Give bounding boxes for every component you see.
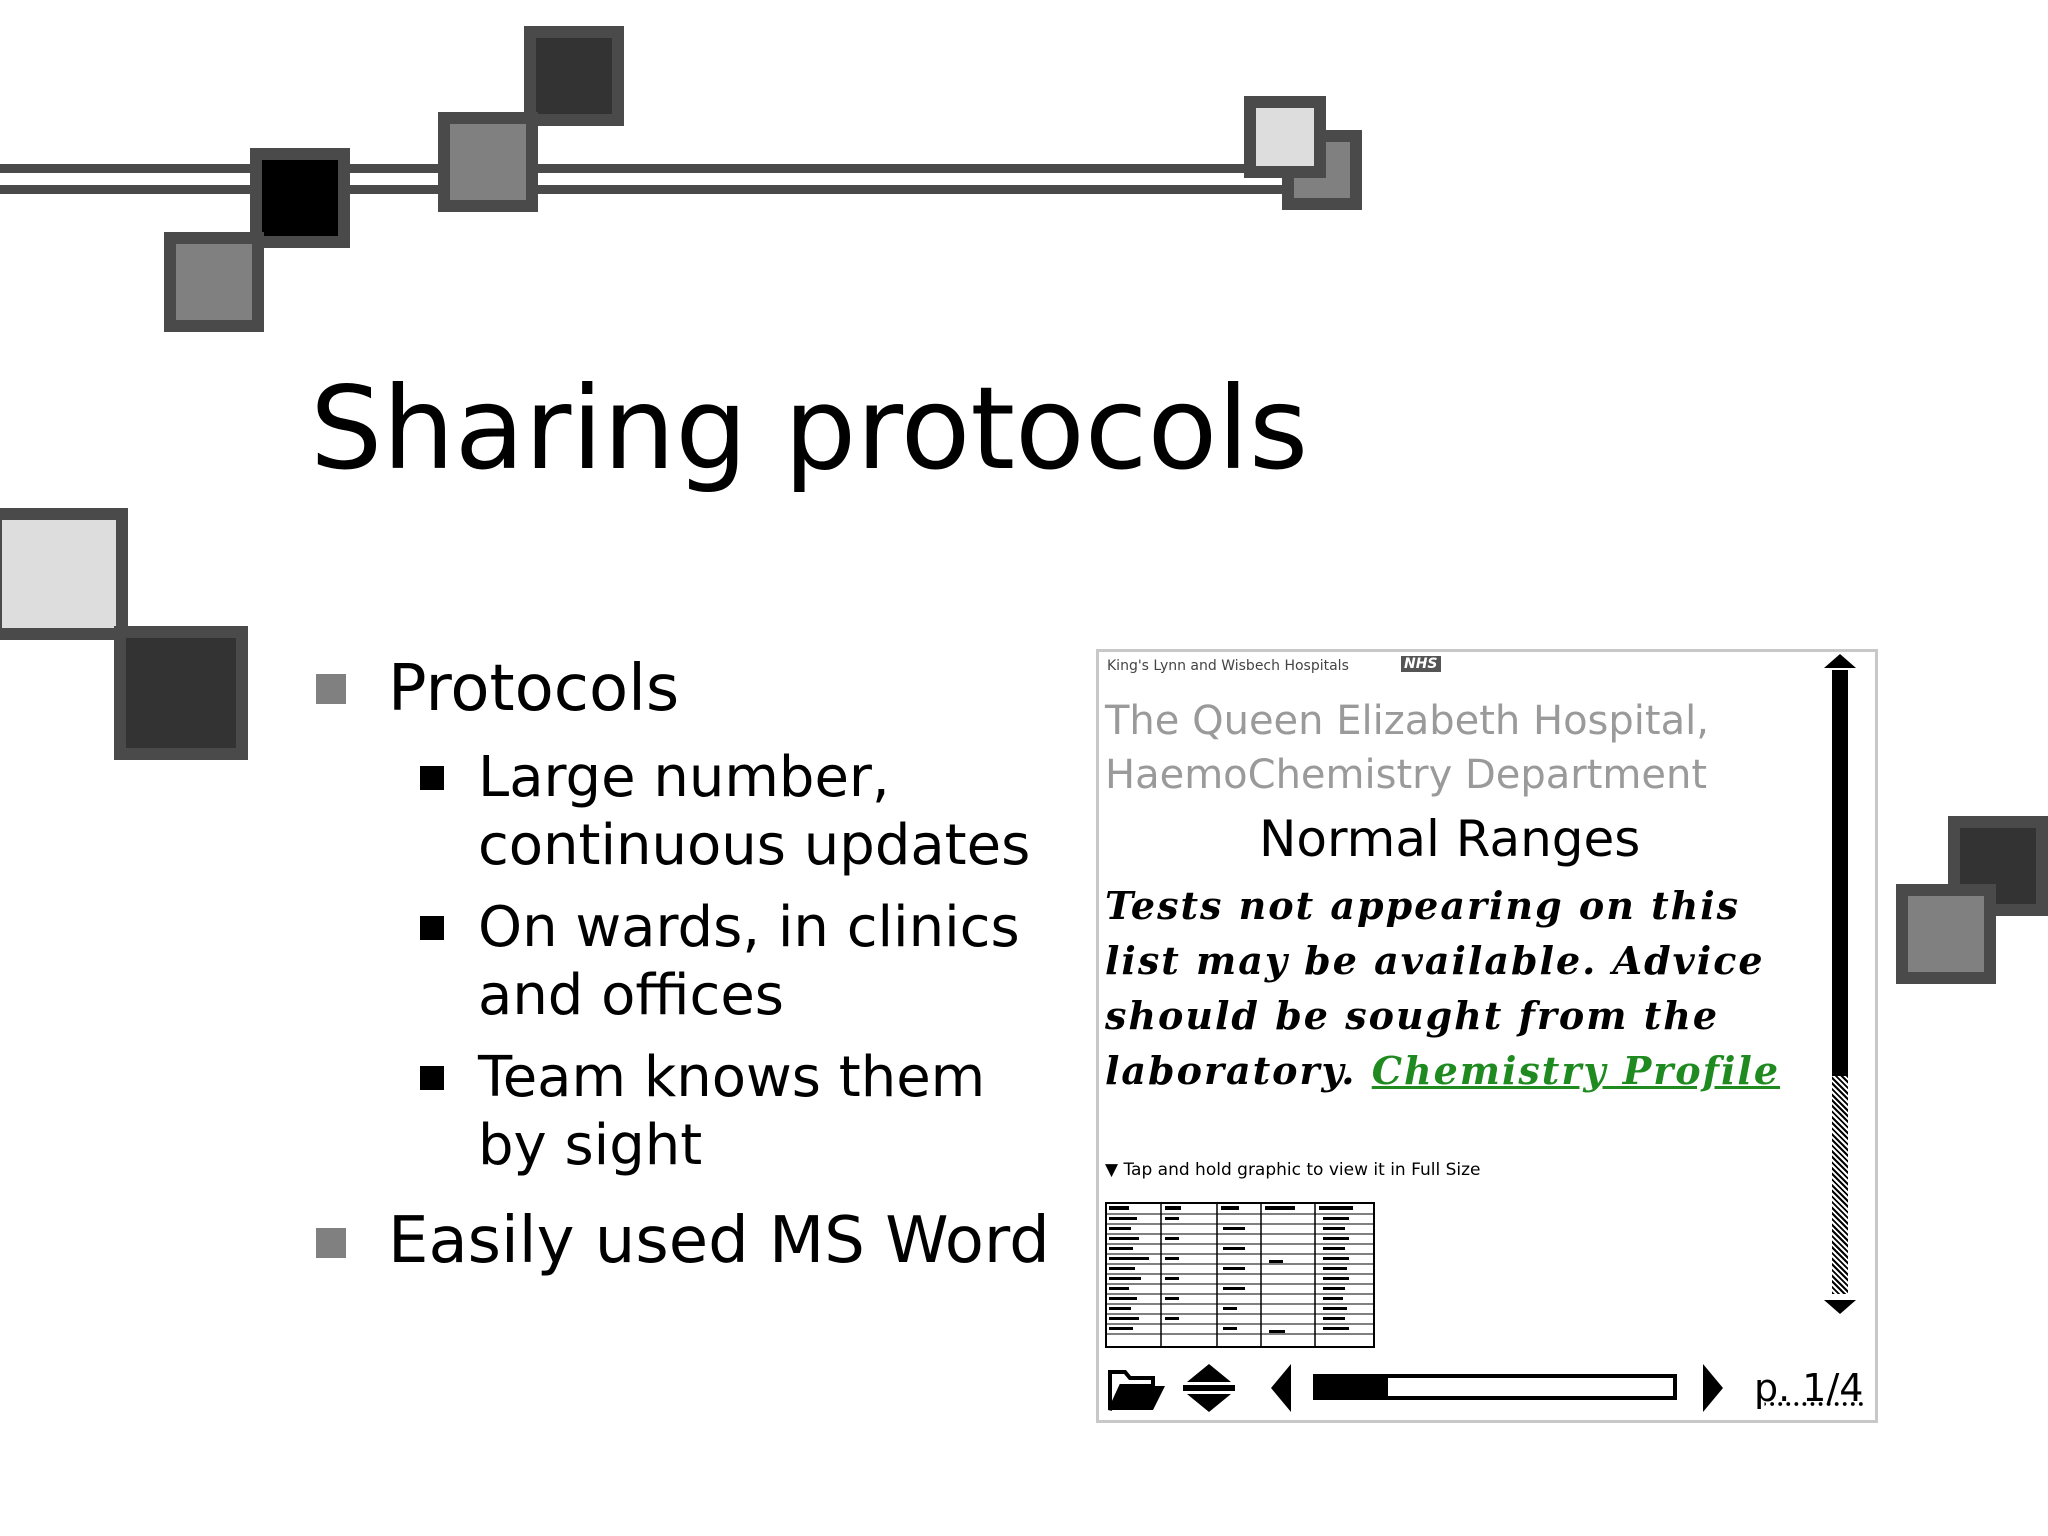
ranges-table-thumbnail[interactable] [1105,1202,1375,1348]
decorative-square [0,508,128,640]
decorative-square [114,626,248,760]
decorative-square [1948,816,2048,916]
sub-bullet-item: Team knows them by sight [478,1045,986,1178]
decorative-square [1896,884,1996,984]
graphic-hint: ▼ Tap and hold graphic to view it in Ful… [1105,1160,1480,1180]
scroll-up-icon[interactable] [1824,654,1856,672]
bullet-marker [316,1228,346,1258]
decorative-square [438,112,538,212]
notice-text: Tests not appearing on this list may be … [1105,878,1805,1098]
slide-title: Sharing protocols [310,362,1309,495]
scroll-down-icon[interactable] [1824,1298,1856,1316]
expand-collapse-icon[interactable] [1179,1362,1239,1414]
bullet-marker [316,674,346,704]
pda-screenshot: King's Lynn and Wisbech Hospitals NHS Th… [1096,649,1878,1423]
page-progress-fill [1317,1378,1389,1396]
chemistry-profile-link[interactable]: Chemistry Profile [1371,1048,1781,1093]
page-indicator[interactable]: p. 1/4 [1754,1366,1864,1410]
scrollbar-track[interactable] [1832,1076,1848,1294]
hospital-trust-label: King's Lynn and Wisbech Hospitals [1107,658,1349,674]
sub-bullet-marker [420,1066,444,1090]
department-name-line: HaemoChemistry Department [1105,752,1708,798]
sub-bullet-item: On wards, in clinics and offices [478,895,1020,1028]
hospital-name: The Queen Elizabeth Hospital, HaemoChemi… [1105,694,1709,802]
decorative-square [524,26,624,126]
decorative-square [1244,96,1326,178]
sub-bullet-item: Large number, continuous updates [478,745,1031,878]
document-heading: Normal Ranges [1259,810,1641,868]
triangle-down-icon: ▼ [1105,1160,1119,1180]
folder-open-icon[interactable] [1107,1364,1167,1414]
pda-toolbar: p. 1/4 [1099,1358,1875,1416]
graphic-hint-text: Tap and hold graphic to view it in Full … [1123,1160,1481,1180]
notice-body: Tests not appearing on this list may be … [1105,883,1765,1093]
bullet-item: Easily used MS Word [388,1204,1050,1278]
previous-page-icon[interactable] [1267,1362,1297,1414]
hospital-name-line: The Queen Elizabeth Hospital, [1105,698,1709,744]
sub-bullet-marker [420,916,444,940]
decorative-rail [0,164,1330,194]
page-progress-bar[interactable] [1313,1374,1677,1400]
bullet-item: Protocols [388,652,680,726]
decorative-square [164,232,264,332]
sub-bullet-marker [420,766,444,790]
next-page-icon[interactable] [1697,1362,1727,1414]
nhs-logo: NHS [1401,656,1441,672]
decorative-square [250,148,350,248]
